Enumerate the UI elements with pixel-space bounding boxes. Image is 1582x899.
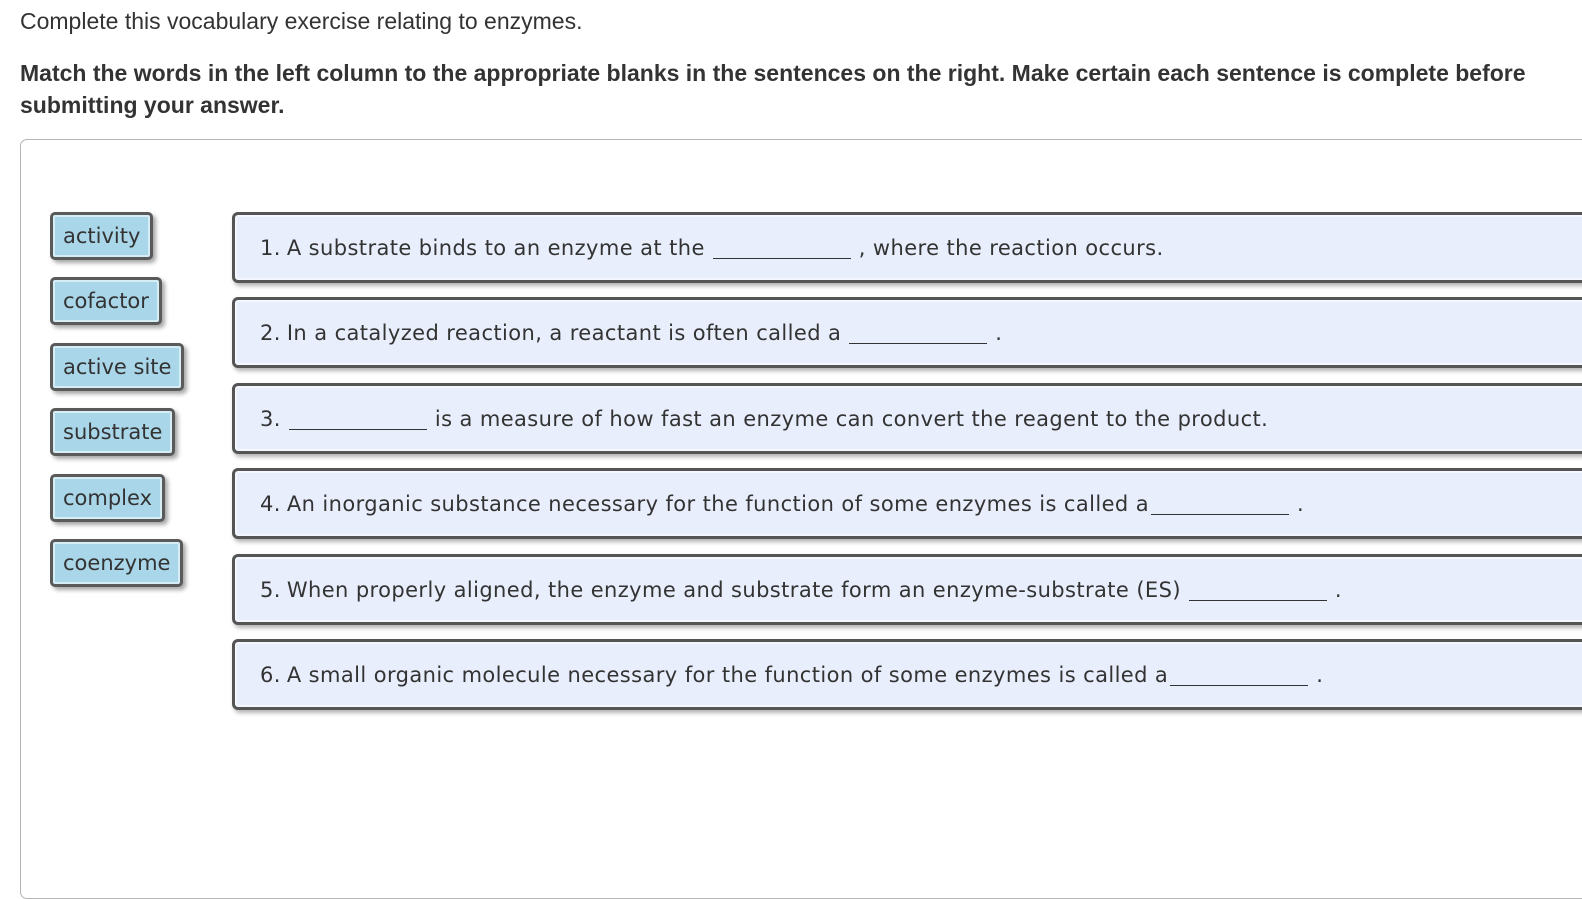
answer-blank-5[interactable] <box>1188 578 1327 601</box>
sentence-text-before: When properly aligned, the enzyme and su… <box>286 577 1181 602</box>
sentence-number: 5. <box>260 577 281 602</box>
sentence-number: 1. <box>260 235 281 260</box>
sentence-text-before: In a catalyzed reaction, a reactant is o… <box>286 320 842 345</box>
word-tile-activity[interactable]: activity <box>50 212 154 260</box>
sentence-number: 3. <box>260 406 281 431</box>
sentence-number: 2. <box>260 320 281 345</box>
sentence-3: 3. is a measure of how fast an enzyme ca… <box>232 383 1582 454</box>
sentence-number: 4. <box>260 491 281 516</box>
word-tile-coenzyme[interactable]: coenzyme <box>50 539 184 587</box>
word-tile-active-site[interactable]: active site <box>50 343 185 391</box>
sentence-text-after: . <box>1296 491 1305 516</box>
sentence-text-before: A small organic molecule necessary for t… <box>286 662 1169 687</box>
word-tile-substrate[interactable]: substrate <box>50 408 176 456</box>
sentence-number: 6. <box>260 662 281 687</box>
sentence-1: 1. A substrate binds to an enzyme at the… <box>232 212 1582 283</box>
word-tile-cofactor[interactable]: cofactor <box>50 277 162 325</box>
sentence-text-before: A substrate binds to an enzyme at the <box>286 235 705 260</box>
sentence-4: 4. An inorganic substance necessary for … <box>232 468 1582 539</box>
sentence-2: 2. In a catalyzed reaction, a reactant i… <box>232 297 1582 368</box>
sentence-text-after: . <box>1334 577 1342 602</box>
sentence-text-after: . <box>1316 662 1324 687</box>
answer-blank-4[interactable] <box>1150 492 1289 515</box>
sentence-5: 5. When properly aligned, the enzyme and… <box>232 554 1582 625</box>
sentence-text-after: . <box>995 320 1003 345</box>
instructions-text: Match the words in the left column to th… <box>20 60 1526 118</box>
word-tile-complex[interactable]: complex <box>50 474 165 522</box>
answer-blank-6[interactable] <box>1170 663 1309 686</box>
sentence-text-before: An inorganic substance necessary for the… <box>286 491 1149 516</box>
answer-blank-1[interactable] <box>712 236 851 259</box>
answer-blank-3[interactable] <box>288 407 427 430</box>
sentence-6: 6. A small organic molecule necessary fo… <box>232 639 1582 710</box>
intro-text: Complete this vocabulary exercise relati… <box>20 8 583 34</box>
sentence-text-after: , where the reaction occurs. <box>858 235 1164 260</box>
answer-blank-2[interactable] <box>849 321 988 344</box>
sentence-text-after: is a measure of how fast an enzyme can c… <box>434 406 1269 431</box>
